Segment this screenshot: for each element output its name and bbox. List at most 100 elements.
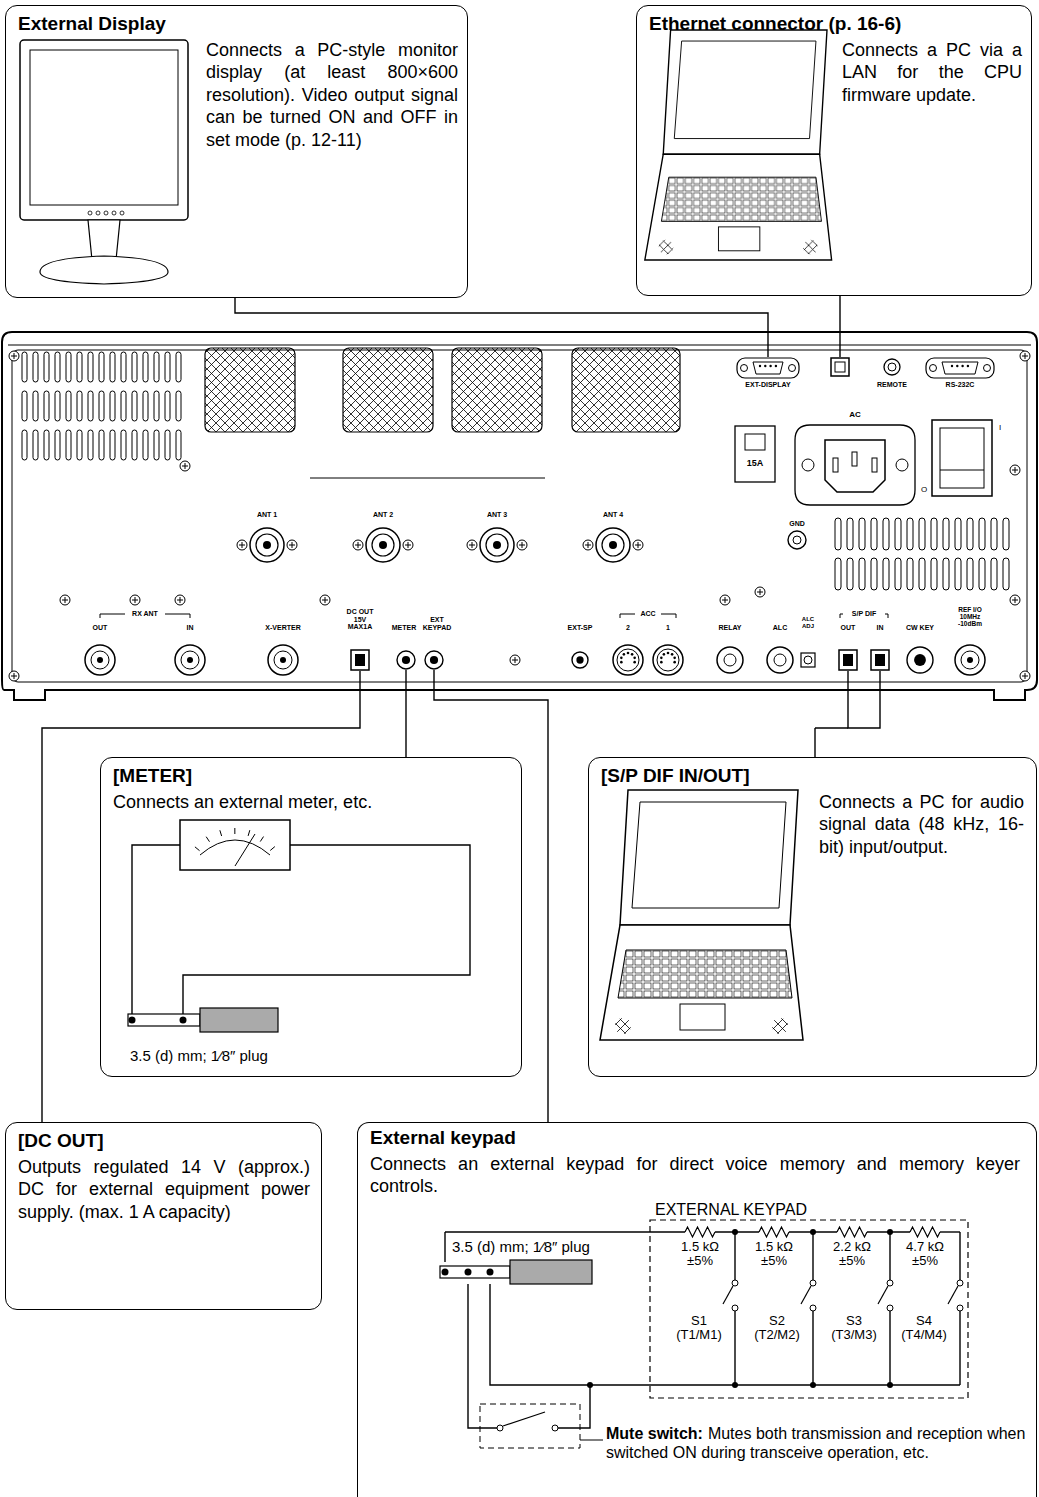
ac-pin: [872, 458, 877, 472]
screw-slot: [1025, 673, 1026, 679]
dsub-pin: [764, 365, 766, 367]
antenna-connector: [366, 528, 400, 562]
panel-marking: O: [921, 486, 927, 495]
louver-slot: [907, 558, 913, 590]
louver-slot: [967, 518, 973, 550]
keypad-schematic: [440, 1220, 968, 1448]
wire: [959, 1311, 960, 1385]
screw: [517, 540, 527, 550]
ethernet-jack-inner: [835, 362, 845, 372]
schematic-label: 1.5 kΩ ±5%: [749, 1240, 799, 1269]
louver-slot: [44, 430, 49, 460]
screw-slot: [180, 597, 181, 603]
louver-slot: [22, 430, 27, 460]
dsub-screw: [930, 365, 937, 372]
rca-jack: [717, 647, 743, 673]
panel-marking: IN: [877, 624, 884, 632]
switch-contact: [887, 1280, 893, 1286]
plug-contact: [487, 1269, 494, 1276]
louver-slot: [143, 352, 148, 382]
plug-contact: [465, 1269, 472, 1276]
laptop-base: [600, 925, 803, 1040]
louver-slot: [143, 430, 148, 460]
monitor-screen: [30, 50, 178, 205]
screw-slot: [408, 542, 409, 548]
screw: [287, 540, 297, 550]
louver-slot: [943, 558, 949, 590]
dsub-pin: [956, 365, 958, 367]
wire: [940, 1231, 960, 1232]
louver-slot: [66, 430, 71, 460]
bnc-pin: [97, 657, 103, 663]
schematic-label: S2 (T2/M2): [748, 1314, 806, 1343]
laptop-touchpad: [680, 1004, 725, 1030]
antenna-connector-ring: [602, 534, 624, 556]
louver-slot: [847, 518, 853, 550]
louver-slot: [44, 391, 49, 421]
wire: [132, 845, 180, 1020]
panel-marking: REF I/O 10MHz -10dBm: [950, 606, 990, 627]
panel-marking: CW KEY: [906, 624, 934, 632]
louver-slot: [77, 430, 82, 460]
screw: [755, 587, 765, 597]
din-pin: [660, 661, 663, 664]
laptop-screen: [674, 41, 816, 139]
louver-slot: [154, 430, 159, 460]
screw: [467, 540, 477, 550]
screw: [1010, 595, 1020, 605]
rear-panel: [2, 332, 1037, 700]
dsub-shell: [926, 358, 994, 378]
screw-slot: [14, 673, 15, 679]
panel-marking: METER: [392, 624, 417, 632]
louver-slot: [943, 518, 949, 550]
louver-slot: [871, 518, 877, 550]
wire: [558, 1385, 590, 1428]
louver-slot: [847, 558, 853, 590]
note-heading: Mute switch:: [606, 1425, 703, 1442]
louver-slot: [132, 352, 137, 382]
bracket: [840, 614, 843, 618]
louver-slot: [165, 391, 170, 421]
louver-slot: [1003, 558, 1009, 590]
laptop-speaker: [803, 240, 818, 255]
plug-shaft: [128, 1014, 200, 1026]
callout-box: [DC OUT]Outputs regulated 14 V (approx.)…: [5, 1122, 322, 1310]
antenna-connector-pin: [493, 541, 501, 549]
laptop-screen: [632, 802, 786, 908]
screw: [583, 540, 593, 550]
monitor-button: [88, 211, 92, 215]
panel-rule: [310, 478, 545, 479]
monitor-neck: [88, 220, 120, 260]
resistor-symbol: [910, 1227, 940, 1237]
panel-marking: EXT KEYPAD: [420, 616, 454, 631]
louver-slot: [919, 558, 925, 590]
louver-slot: [859, 518, 865, 550]
louver-slot: [88, 391, 93, 421]
resistor-symbol: [685, 1227, 715, 1237]
power-switch: [932, 420, 992, 496]
screw-slot: [65, 597, 66, 603]
screw-slot: [522, 542, 523, 548]
screw: [9, 351, 19, 361]
screw: [403, 540, 413, 550]
bnc-ring: [91, 651, 109, 669]
louver-slot: [967, 558, 973, 590]
switch-contact: [552, 1425, 558, 1431]
leader-line: [434, 670, 548, 1122]
switch-contact: [887, 1305, 893, 1311]
screw-slot: [588, 542, 589, 548]
power-switch-rocker: [940, 428, 984, 488]
vent-mesh: [572, 348, 680, 432]
panel-marking: ALC ADJ: [797, 616, 819, 629]
panel-marking: ACC: [640, 610, 655, 618]
meter-needle: [235, 834, 255, 866]
schematic-label: 3.5 (d) mm; 1⁄8″ plug: [452, 1239, 590, 1256]
rca-jack-inner: [724, 654, 736, 666]
bnc-ring: [181, 651, 199, 669]
jack: [425, 651, 443, 669]
ac-pin: [833, 458, 838, 472]
screw: [1010, 465, 1020, 475]
panel-outline: [2, 332, 1037, 700]
bnc-ring: [274, 651, 292, 669]
